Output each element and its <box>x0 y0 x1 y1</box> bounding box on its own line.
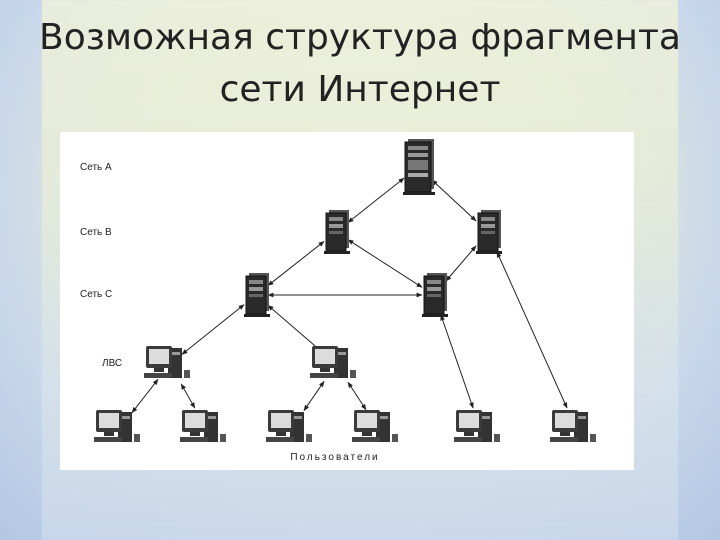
link-C1-L1 <box>181 304 245 355</box>
computer-icon <box>454 410 500 442</box>
slide-title: Возможная структура фрагмента сети Интер… <box>0 12 720 116</box>
computer-icon <box>352 410 398 442</box>
computer-icon <box>266 410 312 442</box>
level-label-network-a: Сеть А <box>80 162 112 173</box>
level-label-lan: ЛВС <box>102 358 123 369</box>
link-B2-U6 <box>496 251 568 409</box>
link-L2-U3 <box>303 380 325 412</box>
link-B1-C2 <box>347 239 423 288</box>
level-label-network-c: Сеть С <box>80 289 113 300</box>
server-icon <box>403 139 435 195</box>
computer-icon <box>94 410 140 442</box>
server-icon <box>324 210 350 254</box>
title-line-1: Возможная структура фрагмента <box>39 17 681 58</box>
server-icon <box>476 210 502 254</box>
computer-icon <box>310 346 356 378</box>
link-L2-U4 <box>347 381 367 411</box>
computer-icon <box>550 410 596 442</box>
network-diagram: Сеть А Сеть В Сеть С ЛВС Пользователи <box>60 132 634 470</box>
server-icon <box>244 273 270 317</box>
link-L1-U2 <box>180 383 196 409</box>
link-serverA-B2 <box>431 179 477 222</box>
link-B2-C2 <box>445 245 477 282</box>
link-L1-U1 <box>131 378 159 414</box>
server-icon <box>422 273 448 317</box>
title-line-2: сети Интернет <box>219 69 501 110</box>
link-serverA-B1 <box>347 177 405 223</box>
computer-icon <box>180 410 226 442</box>
computer-icon <box>144 346 190 378</box>
link-B1-C1 <box>267 241 325 286</box>
link-C2-U5 <box>440 314 474 409</box>
level-label-network-b: Сеть В <box>80 227 112 238</box>
users-label: Пользователи <box>290 452 380 463</box>
network-diagram-canvas <box>94 139 596 442</box>
link-C1-L2 <box>267 304 325 355</box>
